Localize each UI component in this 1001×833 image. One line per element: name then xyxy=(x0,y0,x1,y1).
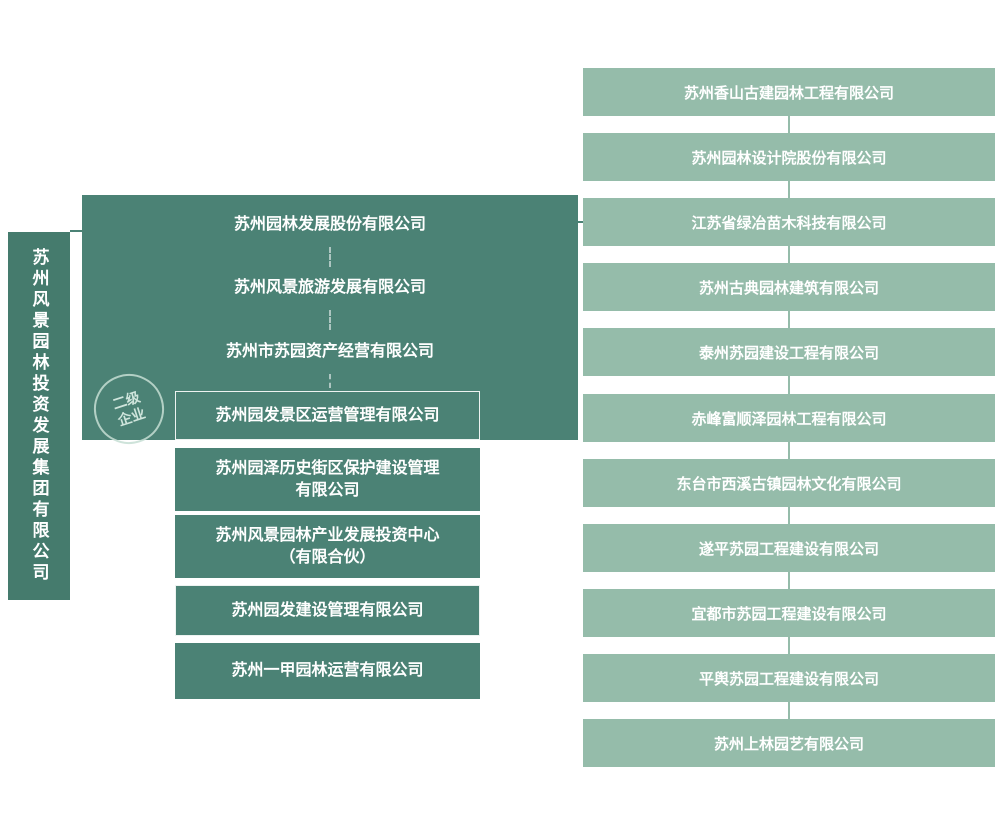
dashed-connector xyxy=(329,247,331,267)
affiliate-node: 宜都市苏园工程建设有限公司 xyxy=(583,589,995,637)
affiliate-connector xyxy=(788,311,790,328)
affiliate-connector xyxy=(788,376,790,394)
dashed-connector xyxy=(329,374,331,388)
subsidiary-node: 苏州园发景区运营管理有限公司 xyxy=(175,391,480,440)
affiliate-node: 苏州古典园林建筑有限公司 xyxy=(583,263,995,311)
affiliate-connector xyxy=(788,572,790,589)
subsidiary-node: 苏州市苏园资产经营有限公司 xyxy=(225,343,434,361)
subsidiary-node: 苏州园泽历史街区保护建设管理 有限公司 xyxy=(175,448,480,511)
affiliate-node: 遂平苏园工程建设有限公司 xyxy=(583,524,995,572)
affiliate-node: 泰州苏园建设工程有限公司 xyxy=(583,328,995,376)
connector-subsidiaries-to-affiliates xyxy=(577,221,584,223)
affiliate-node: 赤峰富顺泽园林工程有限公司 xyxy=(583,394,995,442)
affiliate-connector xyxy=(788,116,790,133)
affiliate-connector xyxy=(788,702,790,719)
affiliate-connector xyxy=(788,507,790,524)
connector-root-to-subsidiaries xyxy=(70,230,82,232)
subsidiary-node: 苏州风景园林产业发展投资中心 （有限合伙） xyxy=(175,515,480,578)
affiliate-node: 苏州香山古建园林工程有限公司 xyxy=(583,68,995,116)
subsidiary-node: 苏州园发建设管理有限公司 xyxy=(175,585,480,636)
affiliate-node: 平舆苏园工程建设有限公司 xyxy=(583,654,995,702)
affiliate-node: 东台市西溪古镇园林文化有限公司 xyxy=(583,459,995,507)
affiliate-connector xyxy=(788,246,790,263)
subsidiary-node: 苏州园林发展股份有限公司 xyxy=(233,216,426,234)
dashed-connector xyxy=(329,310,331,330)
affiliate-node: 江苏省绿冶苗木科技有限公司 xyxy=(583,198,995,246)
subsidiary-node: 苏州风景旅游发展有限公司 xyxy=(233,279,426,297)
affiliate-connector xyxy=(788,181,790,198)
subsidiary-node: 苏州一甲园林运营有限公司 xyxy=(175,643,480,699)
affiliate-node: 苏州园林设计院股份有限公司 xyxy=(583,133,995,181)
affiliate-node: 苏州上林园艺有限公司 xyxy=(583,719,995,767)
affiliate-connector xyxy=(788,442,790,459)
affiliate-connector xyxy=(788,637,790,654)
root-company-node: 苏州风景园林投资发展集团有限公司 xyxy=(8,232,70,600)
